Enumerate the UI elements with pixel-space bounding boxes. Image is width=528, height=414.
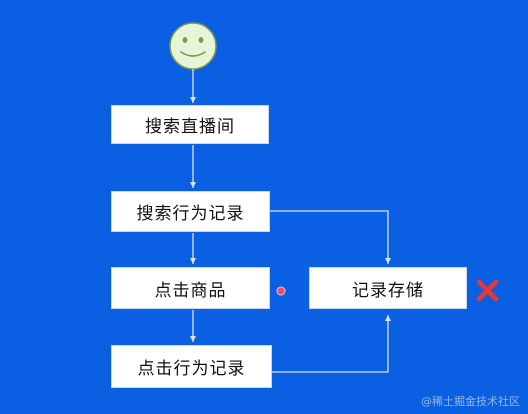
arrow-click-record-to-storage xyxy=(272,315,391,373)
smiley-face-icon xyxy=(169,22,217,70)
node-click-behavior-record-label: 点击行为记录 xyxy=(137,359,246,379)
pink-dot-icon xyxy=(276,286,286,296)
node-click-behavior-record: 点击行为记录 xyxy=(111,345,272,388)
watermark: @稀土掘金技术社区 xyxy=(421,393,520,409)
node-click-product: 点击商品 xyxy=(111,267,270,309)
node-record-storage-label: 记录存储 xyxy=(352,280,424,301)
node-search-live-room: 搜索直播间 xyxy=(111,105,269,144)
node-search-behavior-record: 搜索行为记录 xyxy=(111,191,270,232)
node-search-behavior-record-label: 搜索行为记录 xyxy=(136,204,245,224)
arrow-search-record-to-storage xyxy=(270,210,391,264)
watermark-text: @稀土掘金技术社区 xyxy=(421,395,520,408)
red-x-icon xyxy=(476,279,499,302)
node-click-product-label: 点击商品 xyxy=(154,280,227,301)
node-search-live-room-label: 搜索直播间 xyxy=(145,117,235,137)
node-record-storage: 记录存储 xyxy=(309,267,467,309)
